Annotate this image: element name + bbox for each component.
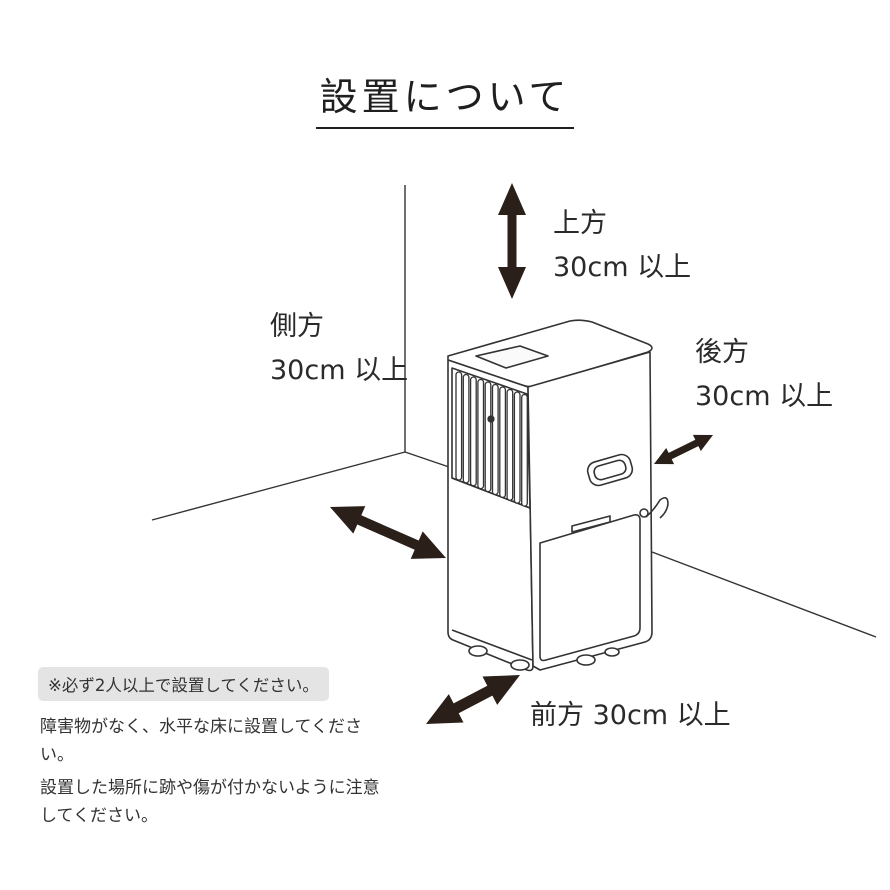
vent-fin bbox=[469, 376, 477, 487]
carry-handle-inner bbox=[593, 459, 627, 481]
tank-handle-slot bbox=[571, 515, 611, 533]
vent-fin bbox=[491, 383, 499, 496]
label-side-direction: 側方 bbox=[270, 311, 324, 342]
vent-fin bbox=[484, 381, 492, 493]
title-block: 設置について bbox=[0, 66, 890, 129]
label-back-direction: 後方 bbox=[695, 337, 749, 368]
floor-right-line-a bbox=[404, 451, 453, 469]
vent-fin bbox=[513, 391, 521, 504]
label-front: 前方 30cm 以上 bbox=[530, 700, 731, 731]
room-lines bbox=[151, 185, 877, 638]
label-back-distance: 30cm 以上 bbox=[695, 381, 834, 412]
arrow-back-clearance bbox=[654, 434, 713, 465]
floor-left-line bbox=[151, 451, 406, 521]
vent-fin bbox=[499, 386, 507, 499]
note-level-floor: 障害物がなく、水平な床に設置してください。 bbox=[40, 717, 362, 765]
vent-fin bbox=[462, 373, 470, 484]
caster-rear-a bbox=[576, 654, 596, 666]
label-top: 上方 30cm 以上 bbox=[553, 202, 691, 290]
vent-fins bbox=[455, 371, 528, 507]
floor-right-line-b bbox=[651, 551, 877, 638]
caster-front-right bbox=[510, 659, 530, 671]
drain-port bbox=[639, 508, 649, 518]
note-floor-marks: 設置した場所に跡や傷が付かないように注意してください。 bbox=[40, 778, 380, 826]
vent-fin bbox=[521, 393, 528, 507]
caster-rear-b bbox=[604, 647, 620, 657]
portable-ac-unit bbox=[447, 319, 669, 672]
arrow-front-clearance bbox=[426, 675, 520, 724]
clearance-arrows bbox=[330, 183, 713, 724]
label-top-direction: 上方 bbox=[553, 208, 607, 239]
indicator-dot bbox=[487, 415, 495, 423]
label-side-distance: 30cm 以上 bbox=[270, 355, 409, 386]
water-tank-panel bbox=[539, 514, 641, 662]
control-panel bbox=[475, 345, 549, 369]
vent-fin bbox=[455, 371, 463, 481]
label-top-distance: 30cm 以上 bbox=[553, 252, 692, 283]
front-bottom-line bbox=[451, 629, 533, 661]
label-side: 側方 30cm 以上 bbox=[270, 305, 408, 393]
label-back: 後方 30cm 以上 bbox=[695, 331, 833, 419]
arrow-side-clearance bbox=[330, 506, 446, 559]
unit-casters bbox=[468, 645, 620, 671]
caster-front-left bbox=[468, 645, 488, 657]
vent-fin bbox=[506, 388, 514, 501]
vent-fin bbox=[477, 378, 485, 490]
page-title: 設置について bbox=[315, 66, 575, 129]
arrow-top-clearance bbox=[498, 183, 526, 299]
power-cord bbox=[645, 496, 669, 519]
two-person-notice: ※必ず2人以上で設置してください。 bbox=[38, 667, 329, 701]
